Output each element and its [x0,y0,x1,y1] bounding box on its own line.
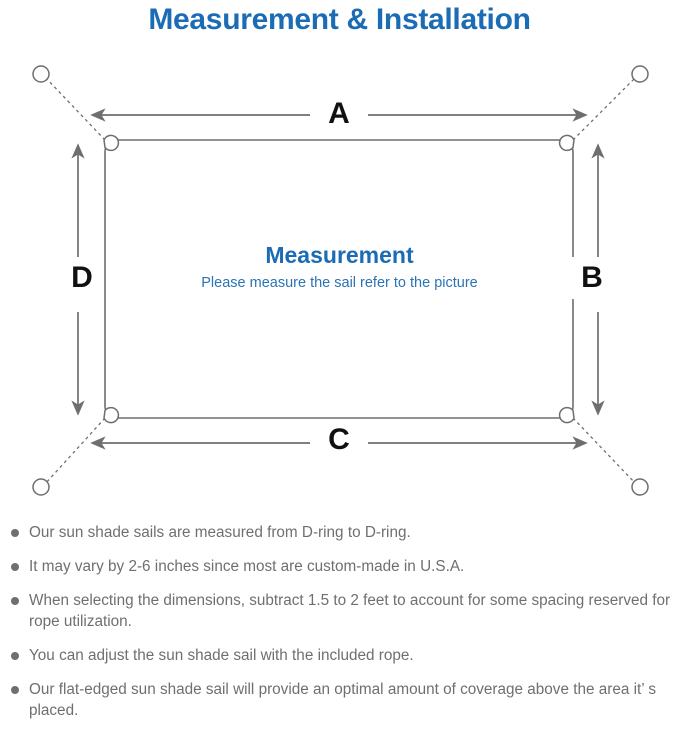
d-ring-bottom-left [103,406,120,424]
notes-list: Our sun shade sails are measured from D-… [0,522,679,721]
list-item: Our flat-edged sun shade sail will provi… [0,679,679,721]
note-text: It may vary by 2-6 inches since most are… [29,558,465,575]
anchor-point-bottom-left [32,478,50,496]
note-text: When selecting the dimensions, subtract … [29,592,671,630]
dimension-label-a: A [310,99,368,129]
list-item: When selecting the dimensions, subtract … [0,590,679,632]
rope-bottom-left [44,417,106,485]
bullet-icon [11,529,19,537]
rope-top-right [572,76,637,141]
note-text: Our flat-edged sun shade sail will provi… [29,681,656,719]
bullet-icon [11,652,19,660]
bullet-icon [11,686,19,694]
list-item: Our sun shade sails are measured from D-… [0,522,679,543]
note-text: Our sun shade sails are measured from D-… [29,524,411,541]
anchor-point-top-right [631,65,649,83]
sun-shade-sail-measurement-diagram: Measurement Please measure the sail refe… [0,44,679,514]
d-ring-top-left [103,134,120,152]
bullet-icon [11,597,19,605]
page-title: Measurement & Installation [148,3,531,36]
rope-top-left [44,76,106,141]
dimension-label-d: D [62,257,102,299]
sail-label-measurement: Measurement [265,242,414,268]
d-ring-bottom-right [558,406,575,424]
dimension-label-b: B [572,257,612,299]
anchor-point-bottom-right [631,478,649,496]
note-text: You can adjust the sun shade sail with t… [29,647,414,664]
list-item: You can adjust the sun shade sail with t… [0,645,679,666]
list-item: It may vary by 2-6 inches since most are… [0,556,679,577]
bullet-icon [11,563,19,571]
dimension-label-c: C [310,425,368,455]
anchor-point-top-left [32,65,50,83]
rope-bottom-right [572,417,637,485]
sail-label-instruction: Please measure the sail refer to the pic… [201,275,478,291]
diagram-svg [32,65,649,496]
d-ring-top-right [558,134,575,152]
